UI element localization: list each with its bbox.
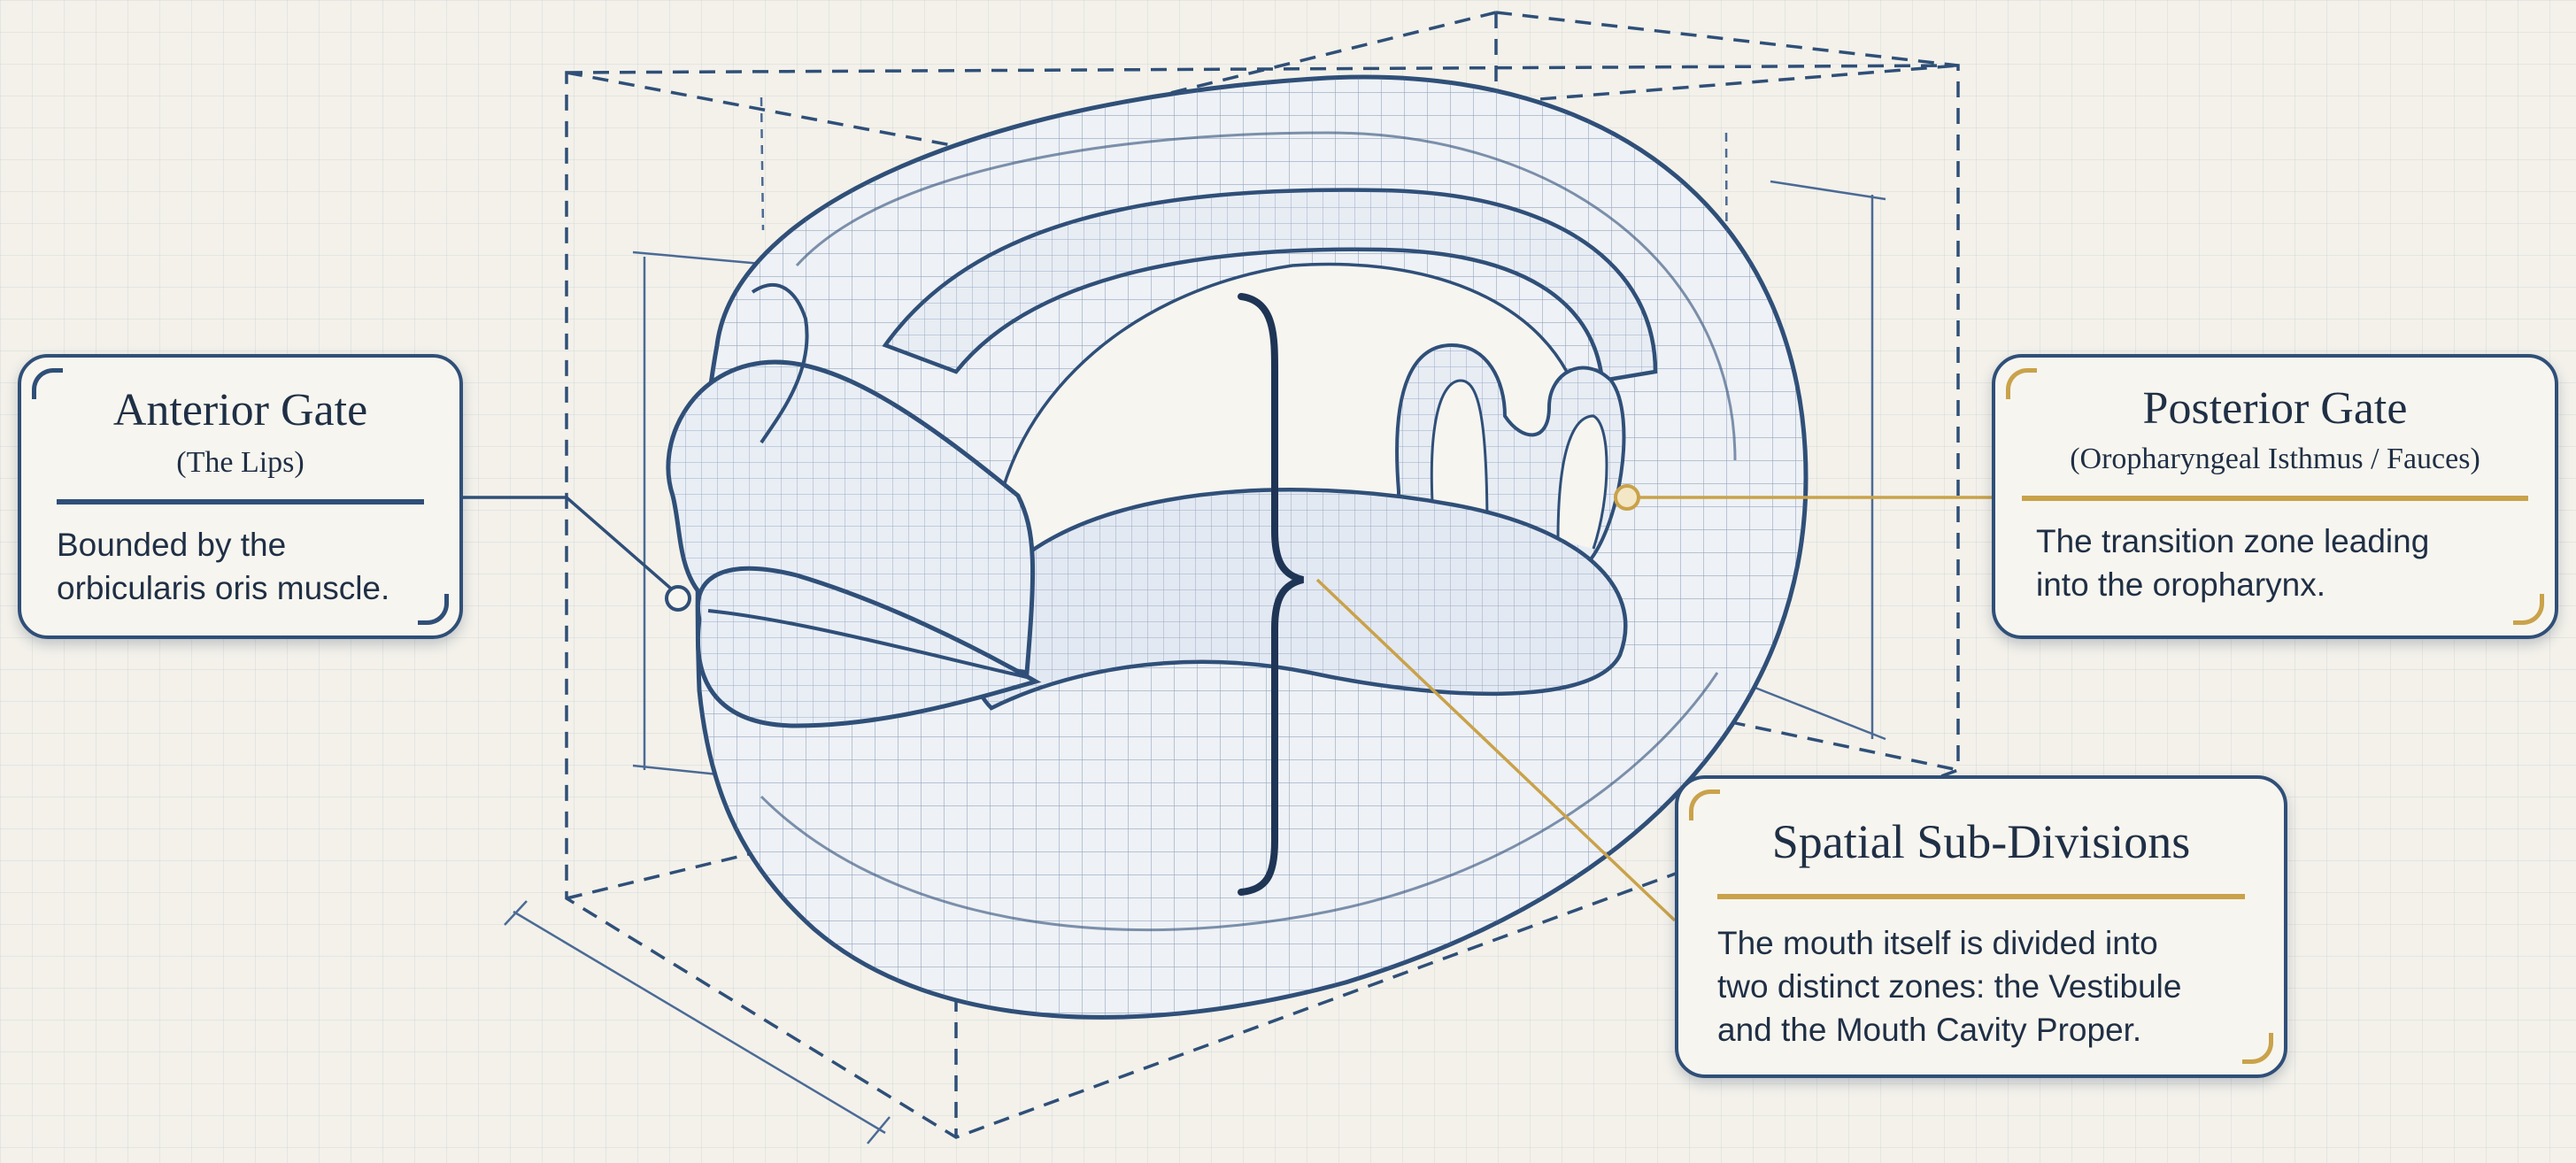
anterior-gate-card: Anterior Gate (The Lips) Bounded by the … bbox=[18, 354, 463, 639]
posterior-gate-card: Posterior Gate (Oropharyngeal Isthmus / … bbox=[1992, 354, 2558, 639]
card-corner-accent bbox=[418, 594, 449, 625]
card-corner-accent bbox=[2513, 594, 2544, 625]
posterior-gate-description: The transition zone leading into the oro… bbox=[2036, 520, 2429, 607]
spatial-subdivisions-title: Spatial Sub-Divisions bbox=[1678, 814, 2284, 869]
anterior-gate-title: Anterior Gate bbox=[21, 384, 459, 436]
card-divider bbox=[1717, 894, 2245, 899]
card-corner-accent bbox=[2242, 1033, 2273, 1064]
anterior-gate-subtitle: (The Lips) bbox=[21, 446, 459, 480]
card-divider bbox=[57, 499, 424, 504]
spatial-subdivisions-description: The mouth itself is divided into two dis… bbox=[1717, 922, 2181, 1051]
posterior-gate-title: Posterior Gate bbox=[1995, 382, 2555, 435]
posterior-gate-subtitle: (Oropharyngeal Isthmus / Fauces) bbox=[1995, 443, 2555, 476]
anterior-gate-description: Bounded by the orbicularis oris muscle. bbox=[57, 524, 389, 611]
spatial-subdivisions-card: Spatial Sub-Divisions The mouth itself i… bbox=[1675, 775, 2287, 1078]
card-divider bbox=[2022, 496, 2528, 501]
leader-anterior bbox=[463, 497, 690, 610]
